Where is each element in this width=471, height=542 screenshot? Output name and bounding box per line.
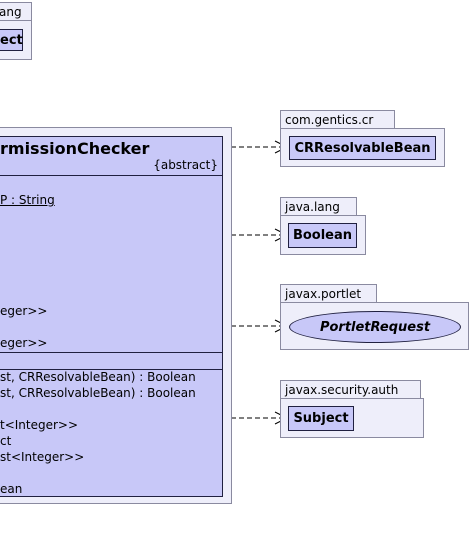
- main-class-title: rmissionChecker: [0, 139, 150, 158]
- attribute-row: P : String: [0, 193, 55, 207]
- class-name: Subject: [293, 411, 349, 426]
- package-tab-top: ang: [0, 2, 32, 20]
- main-class-box[interactable]: rmissionChecker {abstract} P : String eg…: [0, 136, 223, 497]
- class-name: PortletRequest: [319, 319, 431, 335]
- attribute-row: eger>>: [0, 304, 48, 318]
- operation-row: t<Integer>>: [0, 418, 79, 432]
- operation-row: ean: [0, 482, 23, 496]
- operation-row: st, CRResolvableBean) : Boolean: [0, 370, 196, 384]
- package-tab-java-lang: java.lang: [280, 197, 357, 215]
- class-crresolvablebean[interactable]: CRResolvableBean: [289, 136, 436, 160]
- package-tab-javax-portlet: javax.portlet: [280, 284, 377, 302]
- package-java-lang: Boolean: [280, 215, 366, 255]
- package-label: javax.security.auth: [285, 383, 399, 397]
- package-top: ect: [0, 20, 32, 60]
- class-name: Boolean: [292, 228, 353, 243]
- attribute-row: eger>>: [0, 336, 48, 350]
- package-label-top: ang: [0, 5, 22, 19]
- class-subject[interactable]: Subject: [288, 406, 354, 431]
- title-divider: [0, 175, 222, 176]
- package-label: com.gentics.cr: [285, 113, 374, 127]
- main-class-stereotype: {abstract}: [153, 158, 218, 172]
- package-label: java.lang: [285, 200, 340, 214]
- operation-row: st<Integer>>: [0, 450, 85, 464]
- package-tab-javax-security-auth: javax.security.auth: [280, 380, 421, 398]
- class-name: CRResolvableBean: [294, 140, 431, 156]
- operations-divider: [0, 369, 222, 370]
- operation-row: ct: [0, 434, 12, 448]
- package-javax-security-auth: Subject: [280, 398, 424, 438]
- main-class-container: rmissionChecker {abstract} P : String eg…: [0, 127, 232, 504]
- class-name-top: ect: [0, 32, 23, 48]
- operation-row: st, CRResolvableBean) : Boolean: [0, 386, 196, 400]
- attributes-divider: [0, 352, 222, 353]
- package-label: javax.portlet: [285, 287, 362, 301]
- package-javax-portlet: PortletRequest: [280, 302, 469, 350]
- package-com-gentics-cr: CRResolvableBean: [280, 128, 445, 167]
- class-box-top[interactable]: ect: [0, 29, 23, 51]
- interface-portletrequest[interactable]: PortletRequest: [289, 311, 461, 343]
- class-boolean[interactable]: Boolean: [288, 223, 357, 248]
- package-tab-com-gentics-cr: com.gentics.cr: [280, 110, 395, 128]
